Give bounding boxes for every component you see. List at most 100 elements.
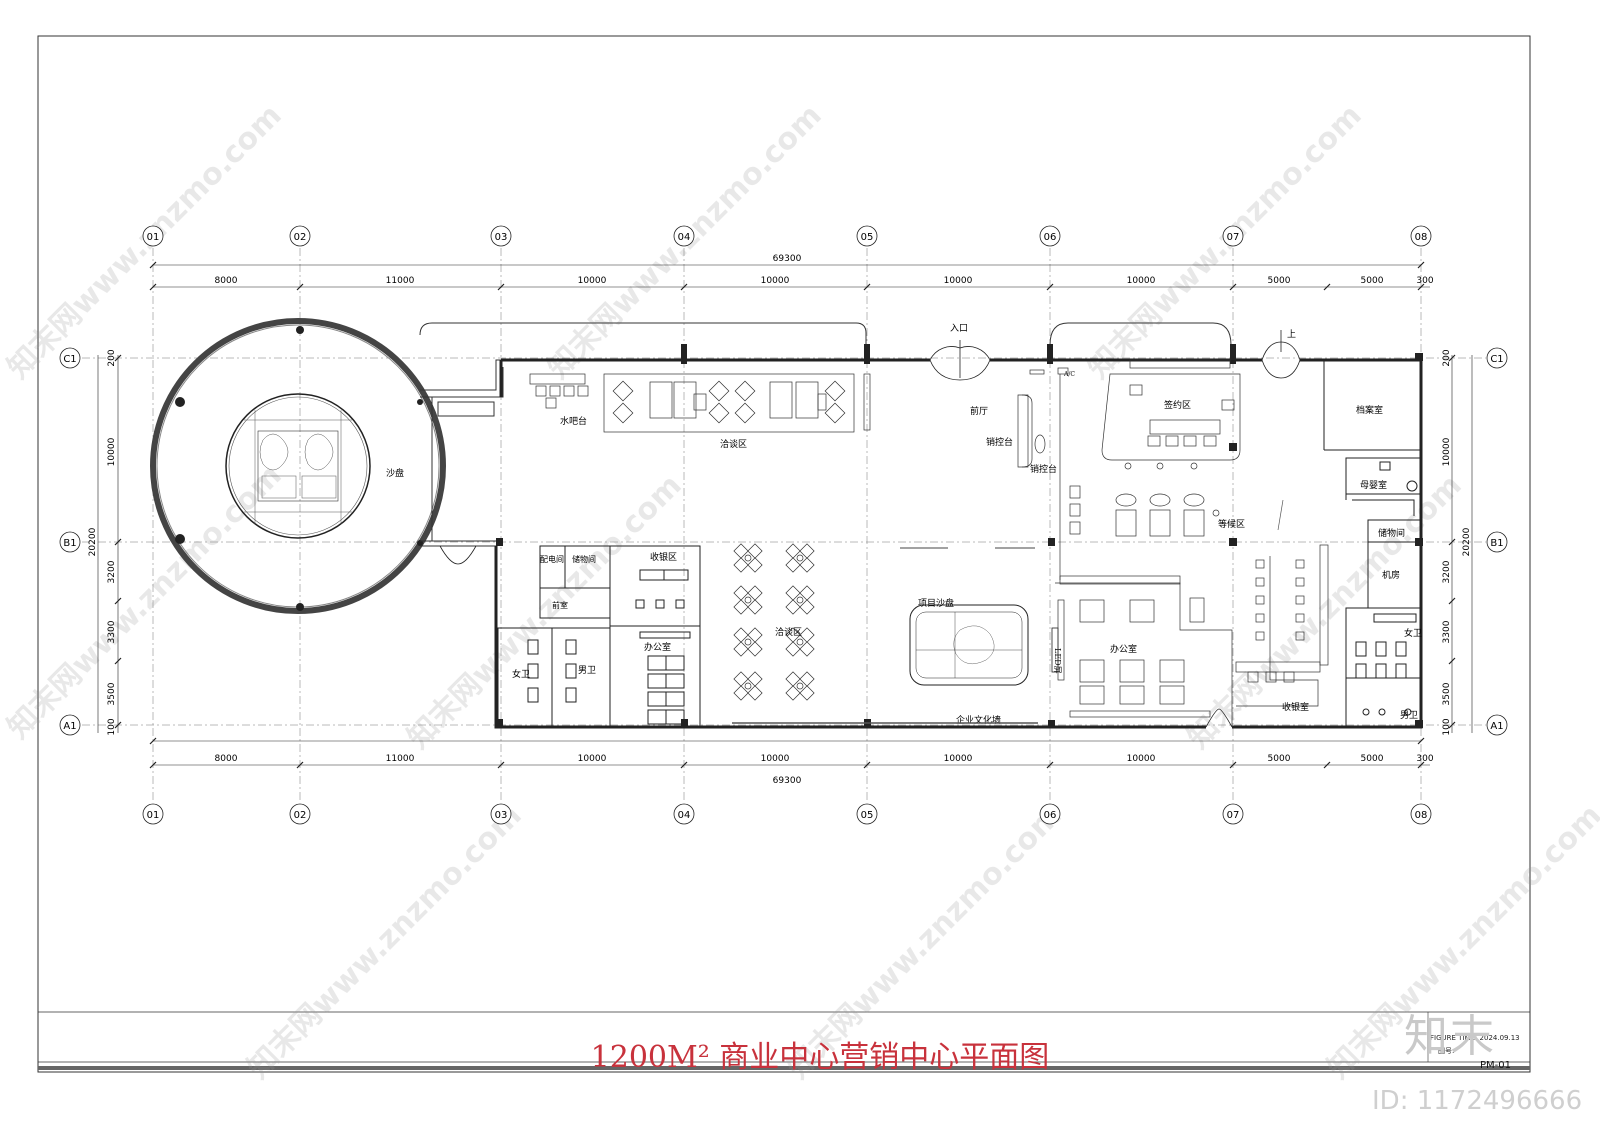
side-dimension-text: 3200 [1442,560,1452,583]
circular-pavilion [150,318,446,614]
side-dimension-text: 10000 [1442,437,1452,466]
dimension-text: 10000 [1127,276,1156,286]
sheet-frame [37,35,1531,1073]
waiting-area [1059,374,1220,580]
dimension-ticks [149,261,1425,769]
link-corridor [419,322,1232,547]
room-label-male-wc-left: 男卫 [578,665,596,676]
watermark-text: 知末网www.znzmo.com [1181,468,1469,756]
room-label-male-wc-right: 男卫 [1400,710,1418,721]
chair [785,543,801,559]
round-table [796,554,804,562]
room-label-storage-right: 储物间 [1378,527,1405,539]
room-label-female-wc-right: 女卫 [1404,627,1422,639]
watermark-text: 知末网www.znzmo.com [401,468,689,756]
room-label-entrance: 入口 [950,323,968,334]
side-dimension-text: 10000 [107,437,117,466]
chair [785,685,801,701]
room-label-sales-desk-2: 销控台 [1030,463,1057,475]
chair [799,685,815,701]
grid-bubbles-rows [59,347,1508,736]
chair [799,641,815,657]
drawing-number: PM-01 [1480,1060,1511,1071]
led-screen-label: LED屏 [1053,648,1062,674]
grid-label-top: 02 [294,232,307,243]
dimension-text: 10000 [578,276,607,286]
chair [799,543,815,559]
chair [747,685,763,701]
dimension-text: 10000 [1127,754,1156,764]
room-label-front-hall: 前厅 [970,405,988,417]
dimension-text: 5000 [1268,754,1291,764]
grid-label-left: C1 [63,354,76,365]
round-table [744,638,752,646]
grid-label-top: 03 [495,232,508,243]
grid-label-bottom: 08 [1415,810,1428,821]
round-table [796,638,804,646]
chair [785,585,801,601]
grid-label-right: C1 [1490,354,1503,365]
grid-bubbles-bottom [142,803,1432,825]
chair [747,585,763,601]
room-label-cashier-right: 收银室 [1282,701,1309,713]
round-table [796,596,804,604]
dimension-text: 10000 [944,276,973,286]
round-table [744,682,752,690]
ac-label: A/C [1063,371,1075,378]
chair [785,671,801,687]
drawing-date: FIGURE TIME: 2024.09.13 [1430,1034,1520,1042]
chair [799,557,815,573]
chair [747,671,763,687]
round-table [744,554,752,562]
rooms-far-right [1323,360,1422,727]
grid-bubbles-top [142,225,1432,247]
room-label-anteroom: 前室 [552,600,568,610]
grid-label-top: 06 [1044,232,1057,243]
chair [785,599,801,615]
grid-label-top: 07 [1227,232,1240,243]
grid-label-top: 04 [678,232,691,243]
chair [785,627,801,643]
room-label-cashier-left: 收银区 [650,551,677,563]
dimension-text: 5000 [1361,276,1384,286]
dimension-lines-side [97,355,1473,733]
dimension-text: 11000 [386,276,415,286]
chair [799,585,815,601]
grid-label-bottom: 03 [495,810,508,821]
grid-label-bottom: 07 [1227,810,1240,821]
chair [733,641,749,657]
room-label-storage-left: 储物间 [572,554,596,564]
room-label-office-right: 办公室 [1110,643,1137,655]
sales-desk [1017,369,1046,468]
chair-cluster [785,627,815,657]
room-label-office-left: 办公室 [644,641,671,653]
grid-label-bottom: 02 [294,810,307,821]
room-label-sand-table: 沙盘 [386,467,404,479]
grid-label-right: B1 [1490,538,1503,549]
lounge-furniture [529,373,871,433]
grid-label-top: 05 [861,232,874,243]
room-label-negotiation-main: 洽谈区 [775,626,802,638]
title-block-bar [38,1066,1530,1070]
side-dimension-text: 20200 [88,527,98,556]
room-label-female-wc-left: 女卫 [512,668,530,680]
grid-label-top: 01 [147,232,160,243]
grid-label-bottom: 04 [678,810,691,821]
chair-cluster [733,671,763,701]
project-sand-table [909,604,1029,686]
round-table [744,596,752,604]
chair-cluster [733,585,763,615]
room-label-sales-desk: 销控台 [986,436,1013,448]
side-dimension-text: 20200 [1462,527,1472,556]
service-block-left [497,545,701,727]
room-label-signing: 签约区 [1164,399,1191,411]
dimension-text: 10000 [578,754,607,764]
room-label-power-room: 配电间 [540,554,564,564]
watermark-layer: 知末网www.znzmo.com 知末网www.znzmo.com 知末网www… [1,98,1600,1086]
overall-dimension-bottom: 69300 [773,776,802,786]
grid-label-bottom: 06 [1044,810,1057,821]
chair [747,641,763,657]
room-label-culture-wall: 企业文化墙 [956,714,1001,726]
chair [747,557,763,573]
side-dimension-text: 3500 [1442,682,1452,705]
